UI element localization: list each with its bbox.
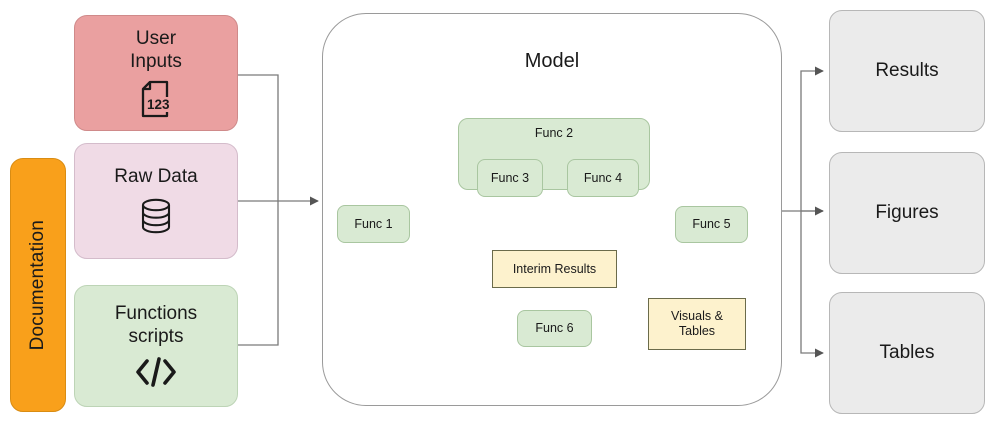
code-brackets-icon	[133, 355, 179, 389]
model-title: Model	[524, 50, 580, 72]
results-label: Results	[875, 59, 939, 81]
func1-node[interactable]: Func 1	[337, 205, 410, 243]
results-card[interactable]: Results	[829, 10, 985, 132]
tables-label: Tables	[879, 341, 935, 363]
user-inputs-label: User Inputs	[130, 28, 182, 72]
functions-scripts-label: Functions scripts	[114, 303, 198, 347]
svg-text:123: 123	[147, 97, 170, 112]
raw-data-label: Raw Data	[114, 166, 198, 188]
tables-card[interactable]: Tables	[829, 292, 985, 414]
func3-label: Func 3	[490, 170, 530, 185]
functions-scripts-card[interactable]: Functions scripts	[74, 285, 238, 407]
edge-model-to-results	[800, 66, 824, 211]
documentation-label: Documentation	[26, 219, 48, 351]
func2-label: Func 2	[534, 126, 574, 140]
func4-label: Func 4	[583, 170, 623, 185]
database-icon	[136, 196, 176, 236]
func6-node[interactable]: Func 6	[517, 310, 592, 347]
func4-node[interactable]: Func 4	[567, 159, 639, 197]
visuals-tables-label: Visuals & Tables	[671, 309, 723, 338]
file-123-icon: 123	[139, 80, 173, 118]
func6-label: Func 6	[535, 321, 574, 336]
func5-label: Func 5	[692, 217, 731, 232]
figures-label: Figures	[875, 201, 939, 223]
documentation-bar[interactable]: Documentation	[10, 158, 66, 412]
edge-model-to-tables	[800, 211, 824, 358]
visuals-tables-node[interactable]: Visuals & Tables	[648, 298, 746, 350]
func5-node[interactable]: Func 5	[675, 206, 748, 243]
edge-user-inputs-to-model	[238, 74, 279, 201]
interim-results-label: Interim Results	[512, 261, 597, 276]
user-inputs-card[interactable]: User Inputs 123	[74, 15, 238, 131]
interim-results-node[interactable]: Interim Results	[492, 250, 617, 288]
raw-data-card[interactable]: Raw Data	[74, 143, 238, 259]
func1-label: Func 1	[354, 216, 393, 231]
func3-node[interactable]: Func 3	[477, 159, 543, 197]
figures-card[interactable]: Figures	[829, 152, 985, 274]
edge-functions-scripts-to-model	[238, 201, 279, 346]
